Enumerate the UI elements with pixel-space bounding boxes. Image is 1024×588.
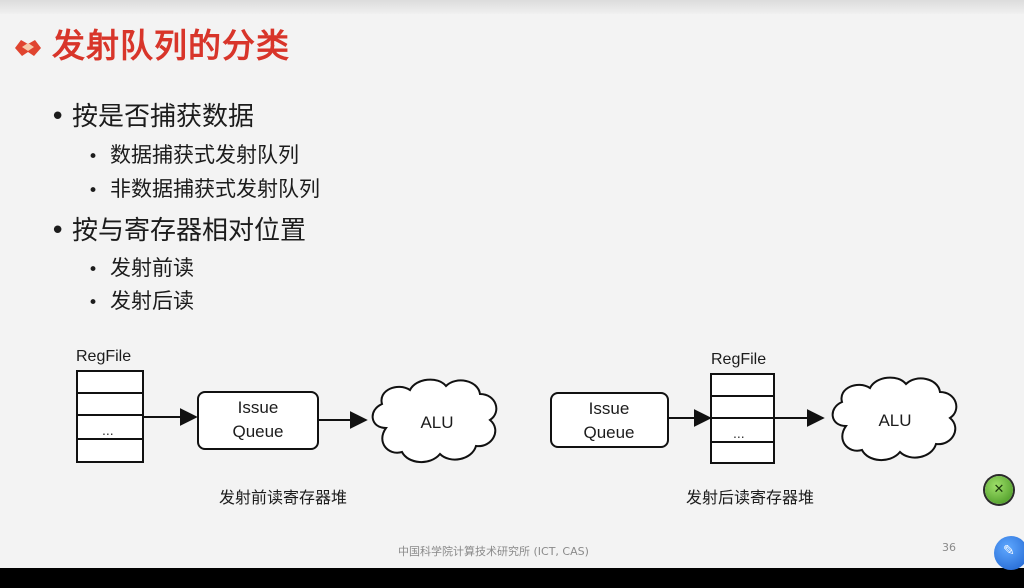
bullet-position: •按与寄存器相对位置 [50, 215, 306, 247]
alu-cloud [371, 378, 498, 463]
issue-queue-label-line2: Queue [232, 422, 283, 441]
bullet-dot: • [88, 147, 99, 167]
bullet-dot: • [50, 216, 66, 246]
page-number: 36 [942, 541, 956, 554]
slide-footer: 中国科学院计算技术研究所 (ICT, CAS) [398, 545, 589, 558]
pipeline-diagram: RegFile ... Issue Queue ALU 发射前读寄存器堆 Iss… [76, 348, 958, 507]
slide: 发射队列的分类 •按是否捕获数据 •数据捕获式发射队列 •非数据捕获式发射队列 … [0, 0, 1024, 558]
diagram-read-after-issue: Issue Queue RegFile ... ALU 发射后读寄存器堆 [550, 351, 958, 507]
title-logo-icon [15, 40, 41, 56]
close-icon: ✕ [993, 482, 1005, 497]
alu-cloud [831, 376, 958, 461]
bullet-dot: • [50, 102, 66, 132]
regfile-ellipsis: ... [102, 422, 114, 438]
diagram-caption: 发射前读寄存器堆 [219, 488, 347, 507]
slide-title: 发射队列的分类 [52, 26, 290, 65]
bullet-dot: • [88, 293, 99, 313]
edit-icon: ✎ [1003, 543, 1015, 559]
register-file [76, 370, 144, 463]
bullet-text: 按与寄存器相对位置 [72, 216, 307, 246]
sub-bullet: • 非数据捕获式发射队列 [88, 175, 320, 205]
regfile-label: RegFile [711, 351, 766, 368]
alu-label: ALU [420, 413, 453, 432]
regfile-label: RegFile [76, 348, 131, 365]
regfile-ellipsis: ... [733, 425, 745, 441]
issue-queue-box [550, 392, 669, 448]
bullet-capture: •按是否捕获数据 [50, 101, 254, 133]
sub-bullet: • 数据捕获式发射队列 [88, 141, 299, 171]
diagram-caption: 发射后读寄存器堆 [686, 488, 814, 507]
sub-bullet-text: 非数据捕获式发射队列 [110, 177, 320, 201]
diagram-read-before-issue: RegFile ... Issue Queue ALU 发射前读寄存器堆 [76, 348, 498, 507]
assistant-floating-button[interactable]: ✎ [994, 536, 1024, 570]
bullet-dot: • [88, 181, 99, 201]
window-top-strip [0, 0, 1024, 14]
issue-queue-label-line1: Issue [589, 399, 630, 418]
bullet-text: 按是否捕获数据 [72, 102, 255, 132]
issue-queue-label-line1: Issue [238, 398, 279, 417]
sub-bullet: • 发射前读 [88, 254, 194, 284]
alu-label: ALU [878, 411, 911, 430]
sub-bullet-text: 数据捕获式发射队列 [110, 143, 299, 167]
bottom-bar [0, 568, 1024, 588]
overlay-close-button[interactable]: ✕ [985, 476, 1013, 504]
register-file [710, 373, 775, 464]
sub-bullet-text: 发射前读 [110, 256, 194, 280]
sub-bullet-text: 发射后读 [110, 289, 194, 313]
bullet-dot: • [88, 260, 99, 280]
issue-queue-label-line2: Queue [583, 423, 634, 442]
sub-bullet: • 发射后读 [88, 287, 194, 317]
